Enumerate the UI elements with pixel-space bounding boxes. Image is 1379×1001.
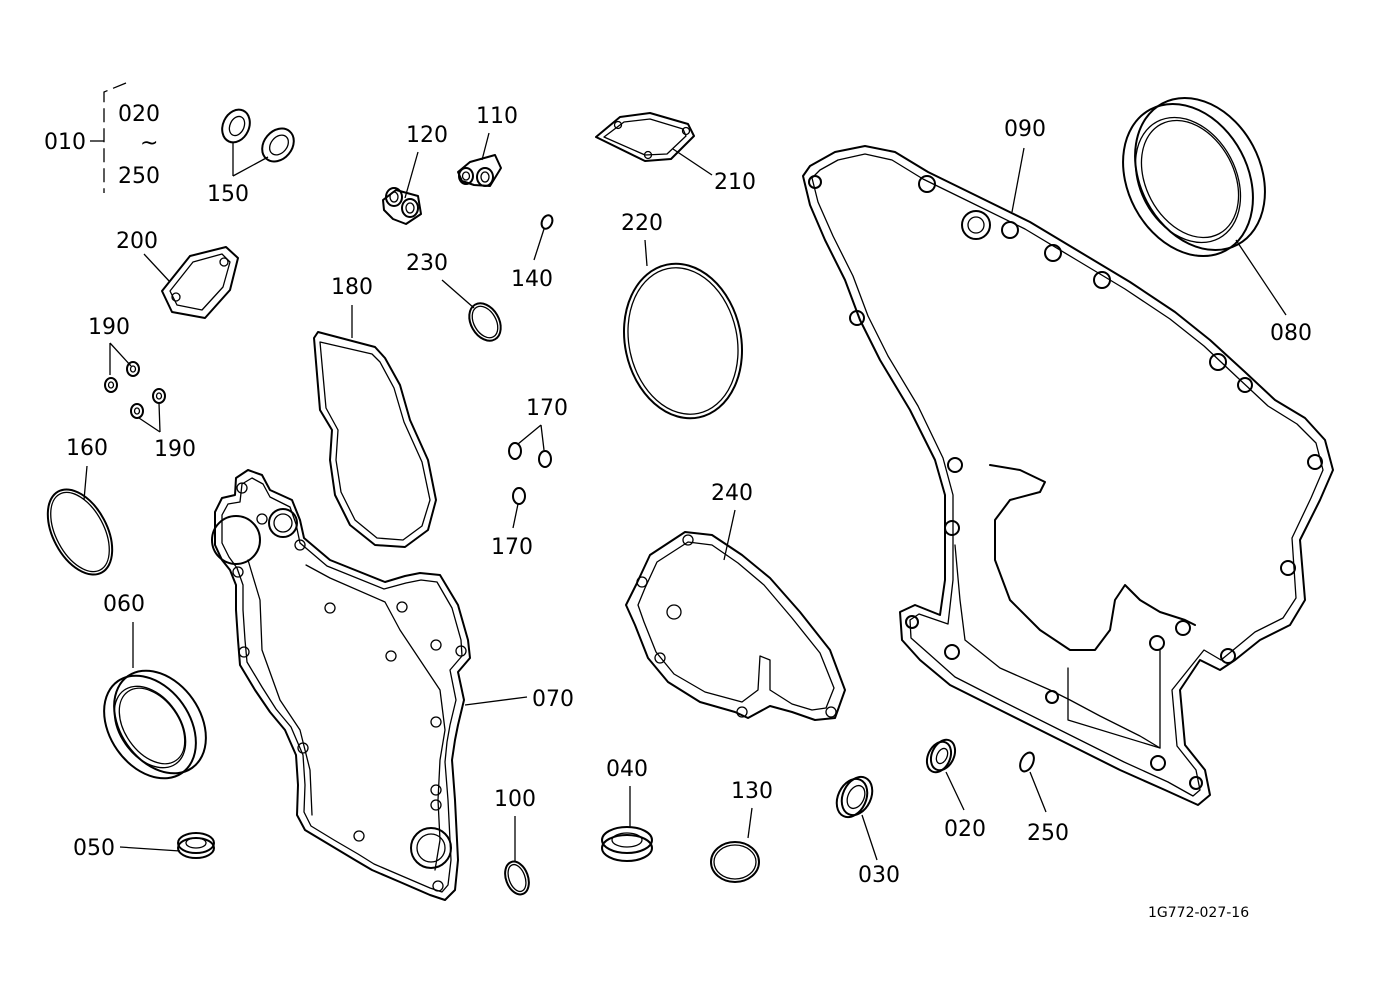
part-250-oring: 250 bbox=[1019, 751, 1069, 846]
callout-020: 020 bbox=[944, 817, 986, 842]
part-220-oring: 220 bbox=[621, 211, 744, 420]
part-200-gasket: 200 bbox=[116, 229, 239, 319]
part-090-gasket: 090 bbox=[802, 117, 1334, 806]
callout-070: 070 bbox=[532, 687, 574, 712]
part-030-seal: 030 bbox=[835, 775, 900, 888]
part-120-seal: 120 bbox=[382, 123, 448, 225]
part-230-oring: 230 bbox=[406, 251, 502, 342]
callout-010: 010 bbox=[44, 130, 86, 155]
callout-170a: 170 bbox=[526, 396, 568, 421]
callout-240: 240 bbox=[711, 481, 753, 506]
part-210-gasket: 210 bbox=[595, 112, 756, 195]
callout-250: 250 bbox=[1027, 821, 1069, 846]
part-240-gasket: 240 bbox=[625, 481, 846, 721]
part-020-seal: 020 bbox=[925, 738, 986, 842]
part-070-gasket: 070 bbox=[211, 469, 574, 901]
drawing-number: 1G772-027-16 bbox=[1148, 905, 1249, 921]
part-050-washer: 050 bbox=[73, 832, 215, 861]
part-100-oring: 100 bbox=[494, 787, 536, 896]
callout-190a: 190 bbox=[88, 315, 130, 340]
callout-030: 030 bbox=[858, 863, 900, 888]
callout-040: 040 bbox=[606, 757, 648, 782]
callout-170b: 170 bbox=[491, 535, 533, 560]
part-110-seal: 110 bbox=[457, 104, 518, 187]
callout-080: 080 bbox=[1270, 321, 1312, 346]
kit-bracket: 010 020 ~ 250 bbox=[44, 82, 160, 193]
callout-120: 120 bbox=[406, 123, 448, 148]
callout-090: 090 bbox=[1004, 117, 1046, 142]
callout-210: 210 bbox=[714, 170, 756, 195]
callout-230: 230 bbox=[406, 251, 448, 276]
part-140-oring: 140 bbox=[511, 214, 554, 292]
callout-110: 110 bbox=[476, 104, 518, 129]
part-060-seal: 060 bbox=[103, 592, 207, 780]
part-080-seal: 080 bbox=[1122, 96, 1312, 346]
callout-kit-start: 020 bbox=[118, 102, 160, 127]
callout-220: 220 bbox=[621, 211, 663, 236]
part-150-seals: 150 bbox=[207, 108, 295, 207]
callout-kit-end: 250 bbox=[118, 164, 160, 189]
callout-200: 200 bbox=[116, 229, 158, 254]
callout-130: 130 bbox=[731, 779, 773, 804]
part-130-oring: 130 bbox=[710, 779, 773, 883]
part-170-orings: 170 170 bbox=[491, 396, 568, 560]
callout-180: 180 bbox=[331, 275, 373, 300]
callout-100: 100 bbox=[494, 787, 536, 812]
callout-190b: 190 bbox=[154, 437, 196, 462]
callout-150: 150 bbox=[207, 182, 249, 207]
callout-140: 140 bbox=[511, 267, 553, 292]
part-160-oring: 160 bbox=[46, 436, 114, 576]
callout-060: 060 bbox=[103, 592, 145, 617]
callout-160: 160 bbox=[66, 436, 108, 461]
part-040-washer: 040 bbox=[601, 757, 653, 862]
callout-kit-tilde: ~ bbox=[140, 131, 158, 156]
part-180-gasket: 180 bbox=[313, 275, 437, 548]
callout-050: 050 bbox=[73, 836, 115, 861]
part-190-seals: 190 190 bbox=[88, 315, 196, 462]
